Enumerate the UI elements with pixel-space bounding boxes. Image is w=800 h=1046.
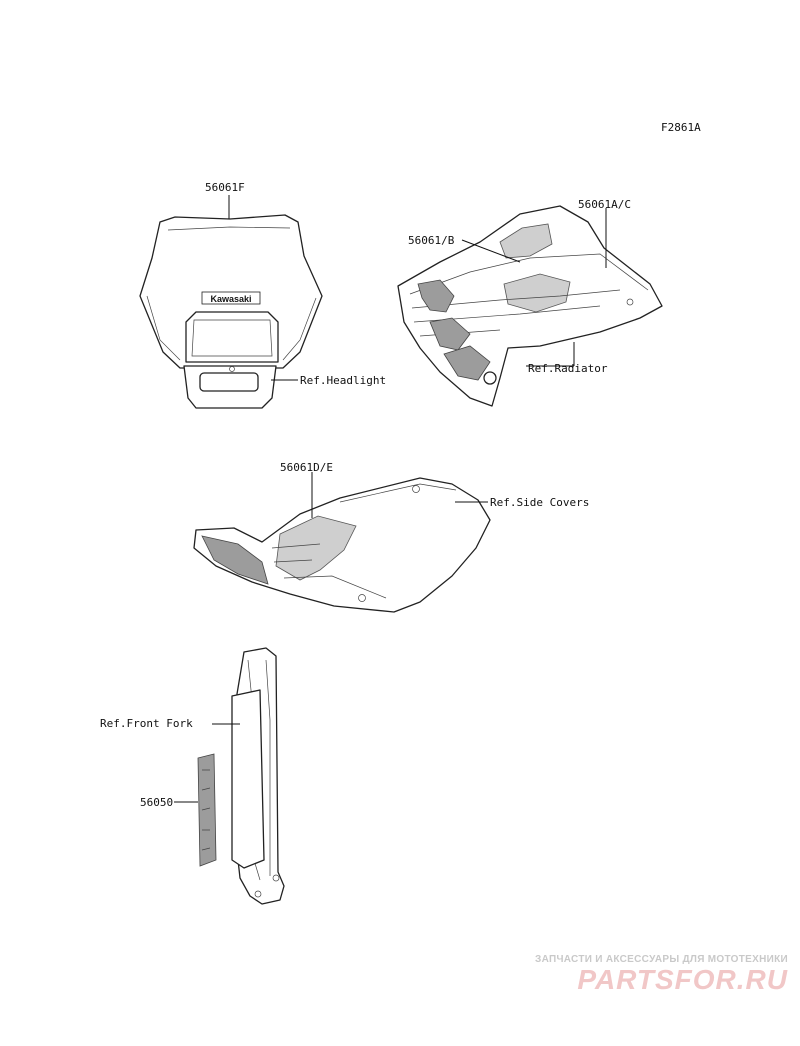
label-56061d-e: 56061D/E (280, 461, 333, 474)
label-ref-radiator: Ref.Radiator (528, 362, 608, 375)
fork-guard-drawing (197, 647, 285, 905)
radiator-shroud-drawing (397, 205, 663, 407)
label-ref-side-covers: Ref.Side Covers (490, 496, 589, 509)
watermark-tagline: ЗАПЧАСТИ И АКСЕССУАРЫ ДЛЯ МОТОТЕХНИКИ (535, 954, 788, 966)
label-ref-front-fork: Ref.Front Fork (100, 717, 193, 730)
watermark-logo: PARTSFOR.RU (577, 964, 788, 996)
label-56050: 56050 (140, 796, 173, 809)
figure-code: F2861A (661, 121, 701, 134)
watermark: ЗАПЧАСТИ И АКСЕССУАРЫ ДЛЯ МОТОТЕХНИКИ PA… (535, 954, 788, 996)
label-ref-headlight: Ref.Headlight (300, 374, 386, 387)
label-56061-b: 56061/B (408, 234, 455, 247)
label-56061f: 56061F (205, 181, 245, 194)
side-cover-drawing (193, 477, 491, 613)
headlight-plate-drawing: Kawasaki (139, 214, 323, 409)
label-56061a-c: 56061A/C (578, 198, 631, 211)
headlight-emblem: Kawasaki (210, 294, 251, 304)
